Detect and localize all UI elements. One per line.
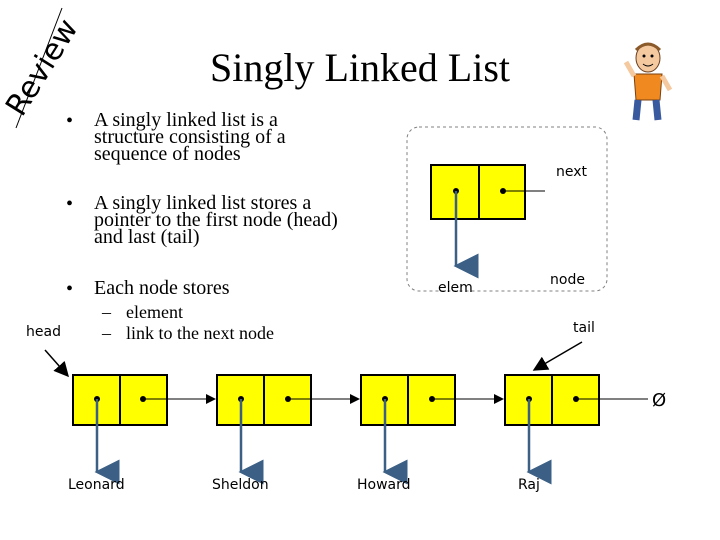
bullet-1-line-2: structure consisting of a bbox=[94, 126, 286, 148]
bullet-2-line-3: and last (tail) bbox=[94, 226, 200, 248]
next-label: next bbox=[556, 164, 588, 180]
list-node bbox=[72, 374, 168, 426]
slide-title: Singly Linked List bbox=[210, 45, 510, 90]
list-node bbox=[360, 374, 456, 426]
element-label-leonard: Leonard bbox=[68, 477, 125, 493]
bullet-2-line-2: pointer to the first node (head) bbox=[94, 209, 338, 231]
elem-label: elem bbox=[438, 280, 473, 296]
bullet-2: A singly linked list stores a pointer to… bbox=[94, 192, 338, 248]
bullet-3: Each node stores bbox=[94, 277, 230, 299]
tail-label: tail bbox=[573, 320, 595, 336]
sub-bullet-link: link to the next node bbox=[126, 323, 274, 343]
bullet-marker: • bbox=[66, 193, 74, 215]
bullet-marker: • bbox=[66, 278, 74, 300]
element-label-howard: Howard bbox=[357, 477, 411, 493]
list-node bbox=[504, 374, 600, 426]
bullet-3-line-1: Each node stores bbox=[94, 277, 230, 299]
bullet-2-line-1: A singly linked list stores a bbox=[94, 192, 312, 214]
cartoon-man-icon bbox=[623, 42, 673, 121]
sub-bullet-marker: – bbox=[102, 302, 111, 322]
bullet-1-line-3: sequence of nodes bbox=[94, 143, 241, 165]
bullet-1-line-1: A singly linked list is a bbox=[94, 109, 278, 131]
sub-bullet-element: element bbox=[126, 302, 183, 322]
node-label: node bbox=[550, 272, 585, 288]
node-legend-frame bbox=[406, 126, 608, 292]
head-pointer bbox=[44, 349, 69, 378]
head-label: head bbox=[26, 324, 61, 340]
element-label-raj: Raj bbox=[518, 477, 540, 493]
bullet-1: A singly linked list is a structure cons… bbox=[94, 109, 286, 165]
list-node bbox=[216, 374, 312, 426]
element-label-sheldon: Sheldon bbox=[212, 477, 269, 493]
null-symbol: Ø bbox=[652, 390, 666, 411]
sub-bullet-marker: – bbox=[102, 323, 111, 343]
tail-pointer bbox=[532, 341, 583, 371]
bullet-marker: • bbox=[66, 110, 74, 132]
review-corner-tag: Review bbox=[0, 7, 86, 129]
